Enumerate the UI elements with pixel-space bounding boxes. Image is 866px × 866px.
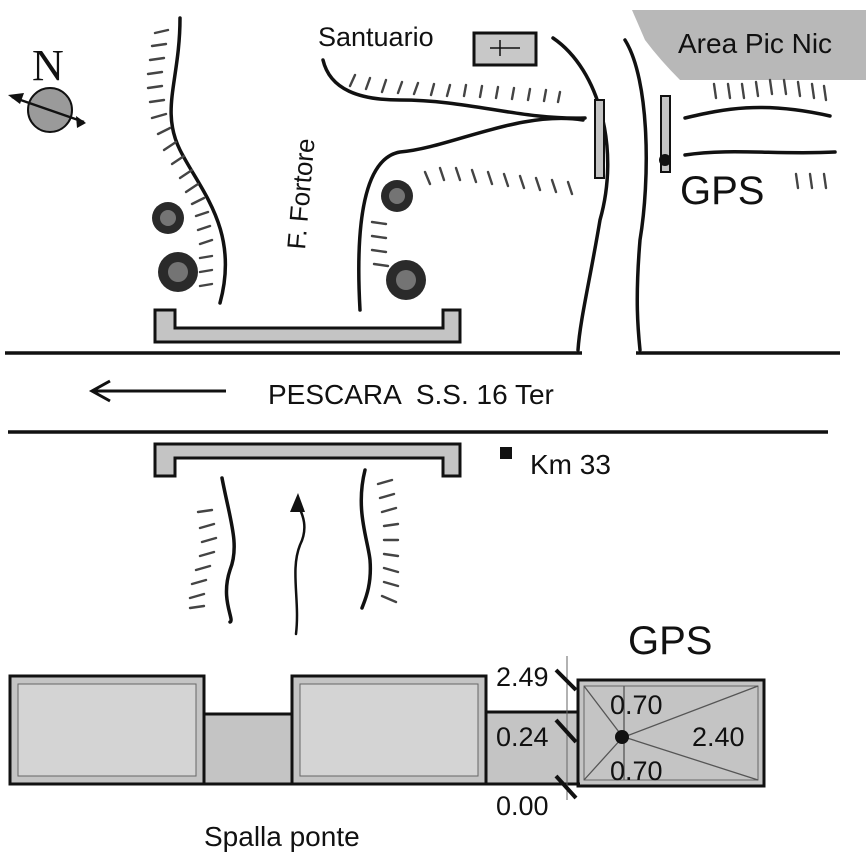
dimension-lower-label: 0.70	[610, 756, 663, 786]
bridge-parapet-north	[153, 308, 462, 344]
elevation-mid-label: 0.24	[496, 722, 549, 752]
bridge-parapet-south	[153, 442, 462, 478]
elevation-markers	[554, 656, 578, 800]
km-marker-icon	[500, 447, 512, 459]
picnic-area-label: Area Pic Nic	[678, 28, 832, 59]
santuario-building-icon	[472, 31, 538, 67]
north-label: N	[32, 41, 64, 90]
embankment-north-hatching	[146, 28, 828, 288]
embankment-south-hatching	[188, 478, 400, 610]
road-label: PESCARA S.S. 16 Ter	[268, 379, 554, 410]
abutment-section	[8, 674, 766, 788]
gps-point-map-icon	[659, 154, 671, 166]
abutment-label: Spalla ponte	[204, 821, 360, 852]
tree-icon	[152, 180, 426, 300]
dimension-upper-label: 0.70	[610, 690, 663, 720]
gps-point-icon	[615, 730, 629, 744]
river-fortore-north	[169, 16, 837, 352]
elevation-bottom-label: 0.00	[496, 791, 549, 821]
arrow-left-icon	[88, 379, 226, 403]
gps-bottom-label: GPS	[628, 619, 712, 663]
km-label: Km 33	[530, 449, 611, 480]
santuario-label: Santuario	[318, 22, 434, 52]
gps-dimension-lines	[583, 685, 759, 781]
river-fortore-south	[220, 468, 373, 636]
gps-top-label: GPS	[680, 169, 764, 213]
river-label: F. Fortore	[281, 137, 321, 250]
north-arrow-icon: N	[8, 41, 86, 133]
flow-arrow-icon	[290, 493, 305, 512]
culvert-structures	[594, 95, 671, 179]
picnic-area-zone	[632, 10, 866, 80]
elevation-top-label: 2.49	[496, 662, 549, 692]
dimension-width-label: 2.40	[692, 722, 745, 752]
